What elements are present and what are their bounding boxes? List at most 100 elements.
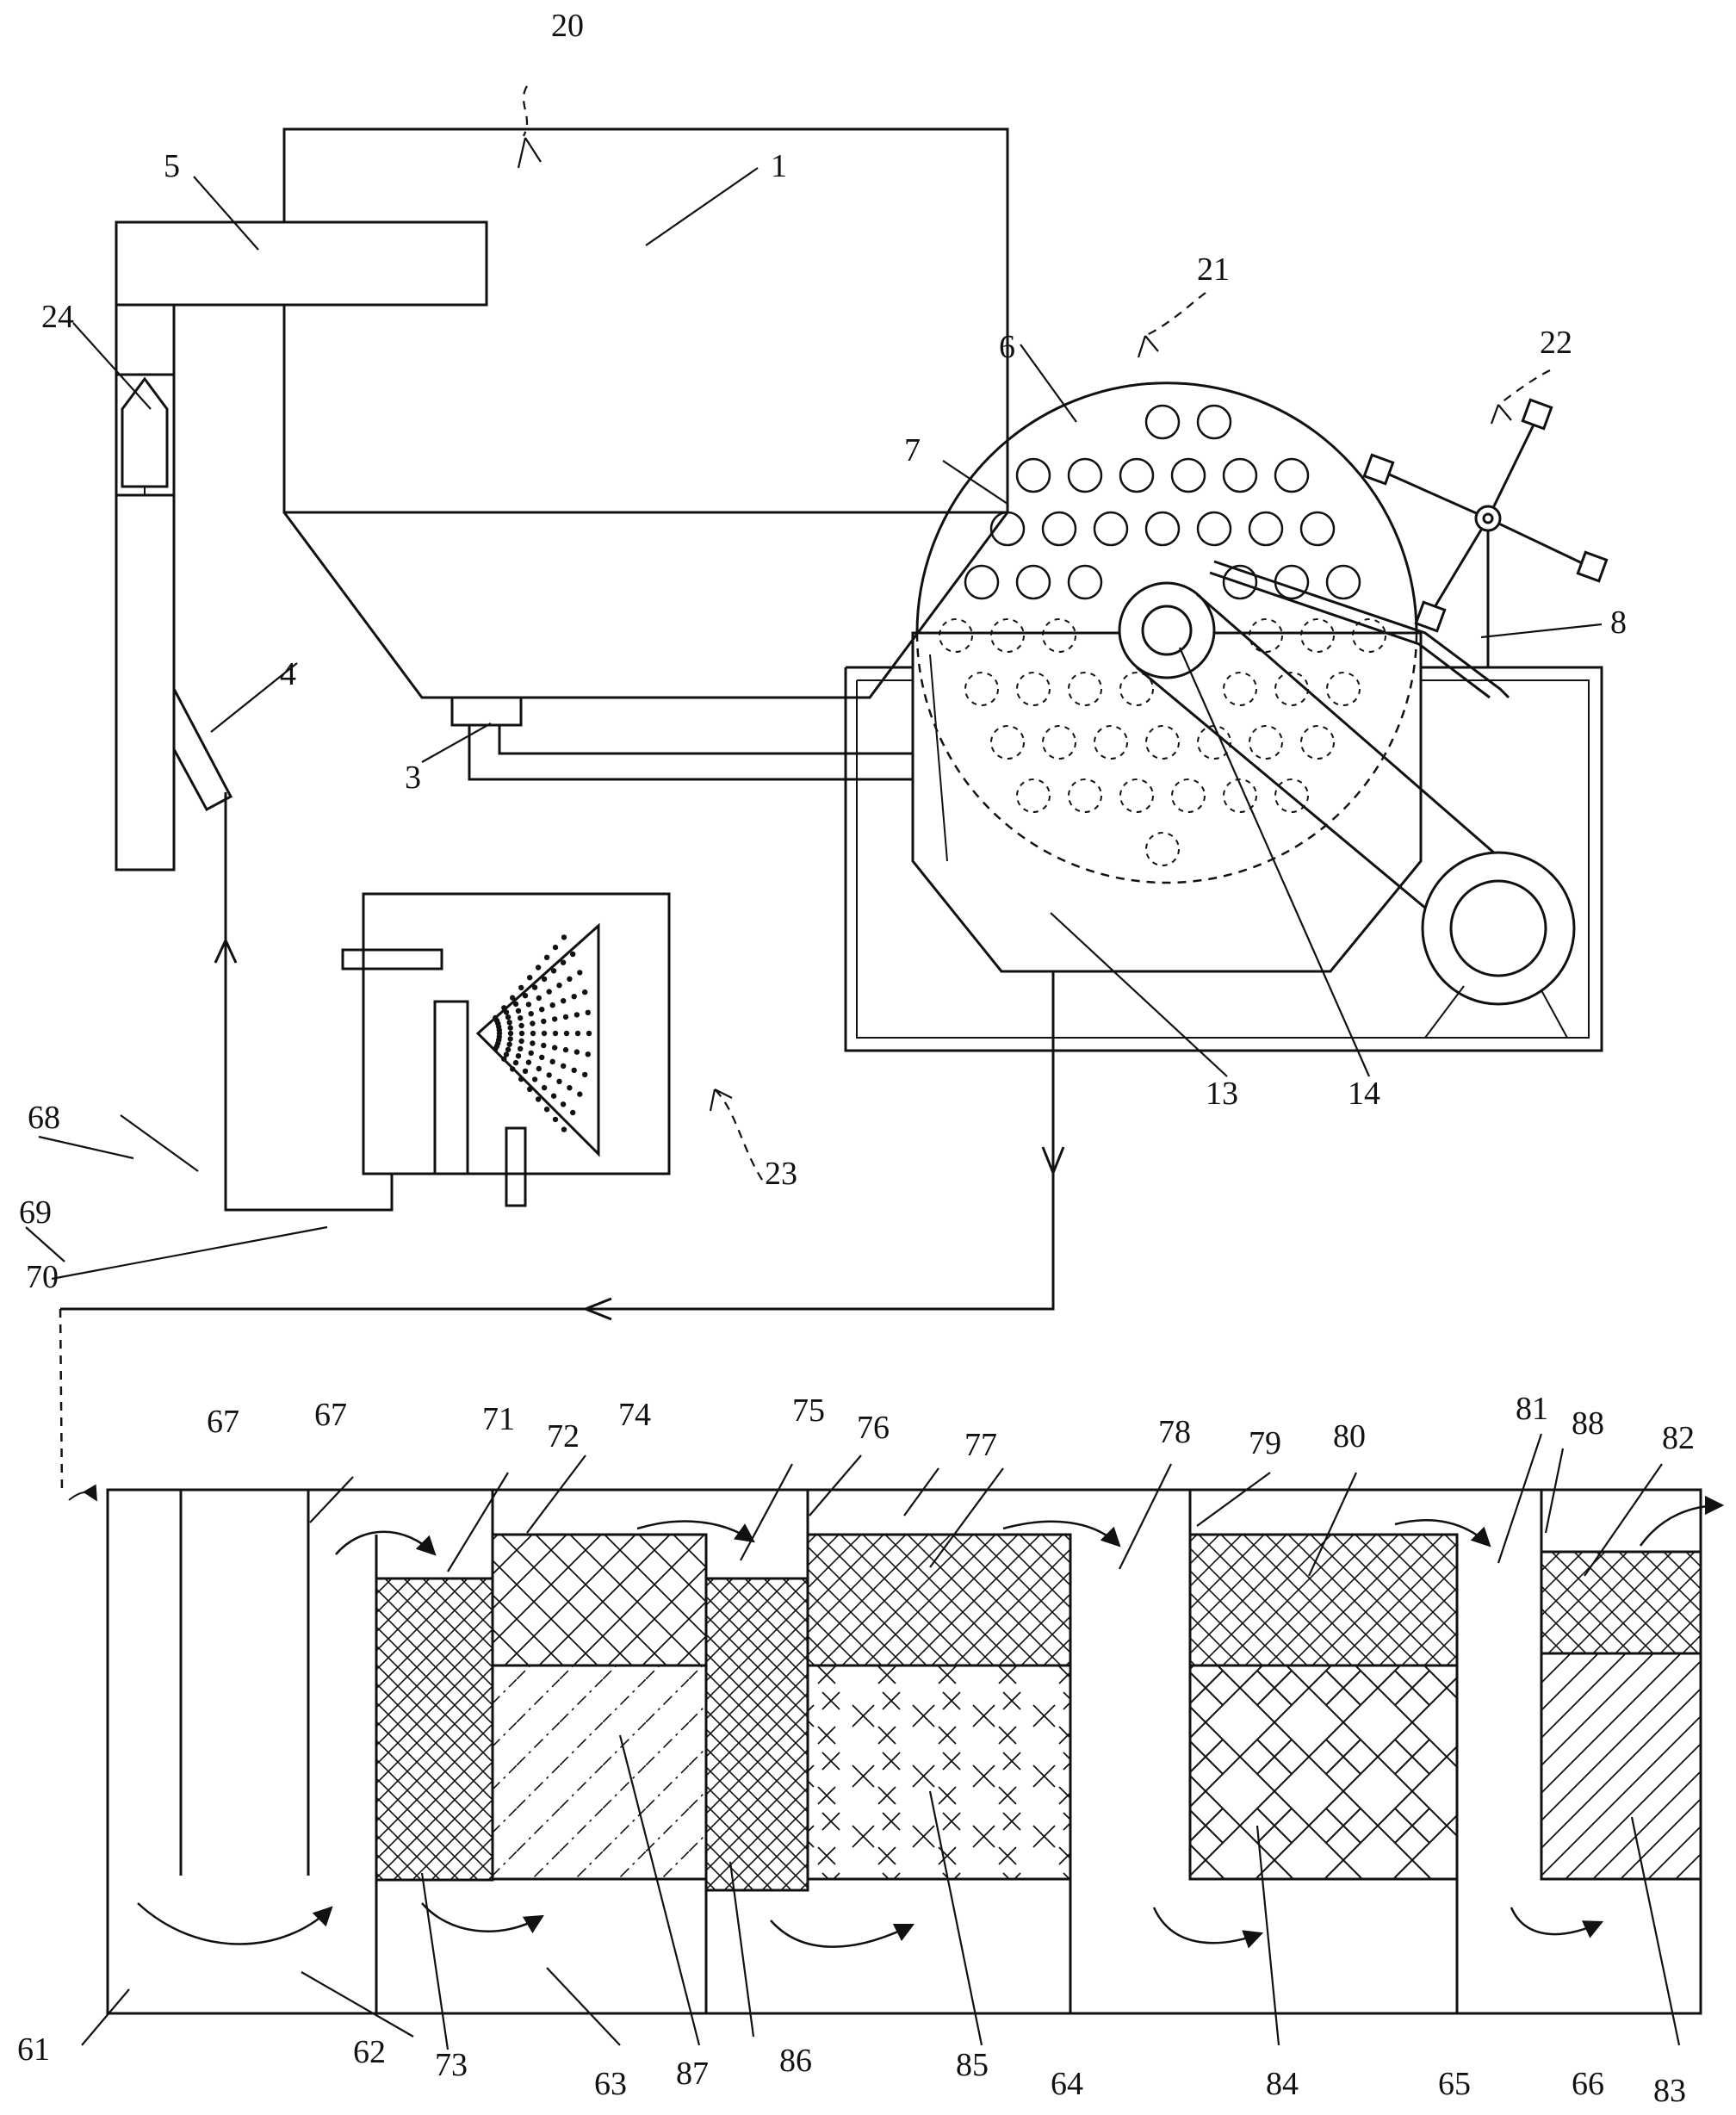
drum-hole [1223, 778, 1257, 813]
spray-dot [561, 1063, 567, 1070]
label-67b: 67 [314, 1397, 347, 1433]
spray-dot [562, 1046, 569, 1053]
label-70: 70 [26, 1259, 59, 1295]
label-5: 5 [164, 148, 180, 184]
spray-dot [571, 994, 577, 1000]
drum-hole [1170, 457, 1206, 493]
spray-dot [556, 1078, 562, 1085]
drum-filter-6 [915, 381, 1418, 884]
spray-dot [577, 1091, 583, 1097]
spray-dot [535, 964, 542, 971]
drum-hole [1299, 511, 1336, 547]
drum-hole [1326, 672, 1361, 706]
label-63: 63 [594, 2066, 627, 2102]
spray-dot [567, 976, 573, 983]
label-87: 87 [676, 2056, 709, 2092]
spray-dot [518, 984, 524, 991]
spray-dot [527, 975, 533, 981]
label-75: 75 [792, 1392, 825, 1429]
drum-hole [1300, 725, 1335, 760]
drum-hole [990, 725, 1025, 760]
drum-hole [990, 618, 1025, 653]
spray-dot [561, 1126, 567, 1132]
spray-dot [571, 1067, 577, 1074]
drum-holes-dashed [939, 618, 1386, 866]
spray-dot [562, 1014, 569, 1020]
drum-hole [964, 672, 999, 706]
spray-dot [530, 1040, 536, 1046]
spray-dot [503, 1009, 510, 1015]
spray-dot [552, 1116, 559, 1123]
spray-dot [505, 1046, 512, 1053]
drum-hole [1067, 457, 1103, 493]
drum-hole [1067, 564, 1103, 600]
label-7: 7 [904, 432, 921, 468]
spray-dot [541, 976, 548, 983]
spray-dot [507, 1025, 513, 1031]
label-77: 77 [964, 1427, 997, 1463]
spray-dot [493, 1045, 499, 1052]
label-73: 73 [435, 2047, 468, 2083]
dashed-inlet [59, 1308, 64, 1495]
drum-hole [1119, 457, 1155, 493]
spray-dot [530, 1020, 536, 1026]
label-1: 1 [771, 148, 787, 184]
spray-dot [574, 1012, 580, 1018]
leader-lines [25, 85, 1681, 2050]
spray-dot [541, 1042, 547, 1049]
spray-dot [550, 1093, 557, 1099]
spray-dot [586, 1030, 592, 1037]
reference-labels: 20 1 5 24 4 3 21 22 6 7 8 13 14 23 67 67… [17, 8, 1695, 2109]
flow-line [60, 971, 1055, 1311]
drum-hole [939, 618, 973, 653]
spray-dot [528, 1011, 534, 1017]
drum-hole [1094, 725, 1128, 760]
label-61: 61 [17, 2031, 50, 2068]
spray-dot [518, 1022, 524, 1029]
label-20: 20 [551, 8, 584, 44]
spray-dot [531, 1076, 538, 1082]
spray-dot [522, 993, 529, 999]
spray-dot [563, 1030, 570, 1037]
spray-dot [549, 1058, 555, 1065]
label-65: 65 [1438, 2066, 1471, 2102]
drum-hole [1249, 618, 1283, 653]
spray-dot [582, 1071, 588, 1078]
label-21: 21 [1197, 251, 1230, 288]
drum-hole [1223, 672, 1257, 706]
label-72: 72 [547, 1418, 580, 1454]
spray-dot [506, 1020, 512, 1026]
drum-hole [1274, 457, 1310, 493]
rotor-22 [1362, 398, 1609, 667]
spray-dot [570, 951, 576, 958]
drum-hole [1144, 404, 1181, 440]
spray-dot [570, 1109, 576, 1116]
label-86: 86 [779, 2043, 812, 2079]
spray-dot [550, 968, 557, 974]
spray-dot [541, 1084, 548, 1091]
label-76: 76 [857, 1410, 890, 1446]
spray-dot [522, 1068, 529, 1075]
spray-dot [518, 1045, 524, 1052]
spray-dot [574, 1049, 580, 1055]
spray-dot [539, 1054, 545, 1061]
spray-dot [561, 934, 567, 940]
spray-dot [512, 1001, 519, 1008]
drum-hole [1171, 778, 1206, 813]
spray-dot [560, 959, 567, 965]
treatment-basin [106, 1488, 1702, 2015]
spray-dot [541, 1030, 548, 1037]
drum-hole [1119, 672, 1154, 706]
spray-dot [515, 1053, 522, 1059]
spray-dot [510, 1066, 516, 1072]
drum-hole [1274, 564, 1310, 600]
label-80: 80 [1333, 1418, 1366, 1454]
drum-hole [1274, 672, 1309, 706]
spray-dot [543, 954, 550, 961]
label-69: 69 [19, 1194, 52, 1231]
spray-dot [560, 1101, 567, 1107]
spray-dot [539, 1007, 545, 1013]
drum-hole [1119, 778, 1154, 813]
label-8: 8 [1610, 605, 1627, 641]
